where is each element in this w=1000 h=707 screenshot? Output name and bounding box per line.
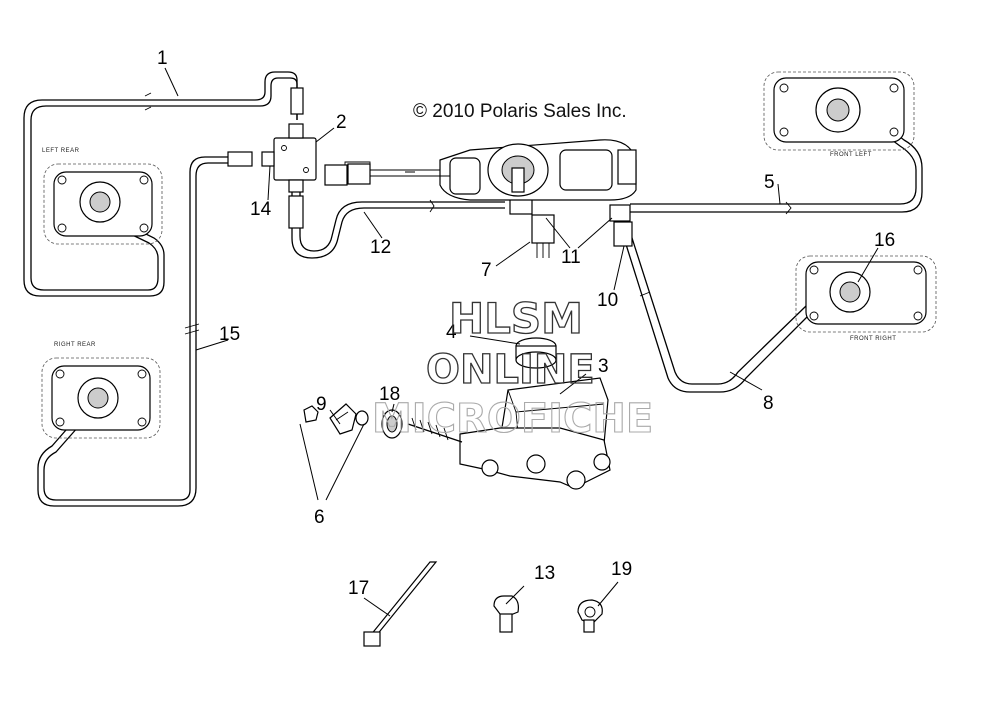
callout-19: 19 [611, 559, 632, 580]
callout-13: 13 [534, 563, 555, 584]
callout-7: 7 [481, 260, 492, 281]
callout-18: 18 [379, 384, 400, 405]
caliper-label-front-right: FRONT RIGHT [850, 336, 896, 342]
callout-8: 8 [763, 393, 774, 414]
caliper-front-left: FRONT LEFT [763, 71, 915, 158]
callout-16: 16 [874, 230, 895, 251]
brake-line-1 [23, 71, 304, 297]
callout-15: 15 [219, 324, 240, 345]
cable-tie [363, 561, 438, 647]
callout-6: 6 [314, 507, 325, 528]
line-8-fitting [613, 221, 633, 247]
callout-12: 12 [370, 237, 391, 258]
callout-17: 17 [348, 578, 369, 599]
callout-1: 1 [157, 48, 168, 69]
caliper-right-rear: RIGHT REAR [41, 342, 161, 439]
brake-line-5 [630, 113, 923, 215]
caliper-label-front-left: FRONT LEFT [830, 152, 872, 158]
caliper-label-left-rear: LEFT REAR [42, 148, 80, 154]
clip-13 [493, 595, 519, 633]
callout-3: 3 [598, 356, 609, 377]
callout-2: 2 [336, 112, 347, 133]
line-12-fitting [288, 195, 304, 229]
master-cylinder-exploded [303, 337, 611, 490]
callout-11: 11 [561, 247, 581, 268]
watermark-line-2: ONLINE [426, 347, 595, 393]
brake-line-12 [288, 192, 533, 259]
callout-numbers: 1 2 3 4 5 6 7 8 9 10 11 12 13 14 15 16 1… [157, 48, 895, 599]
clip-19 [577, 599, 603, 633]
watermark-line-1: HLSM [449, 294, 583, 343]
callout-14: 14 [250, 199, 272, 220]
watermark-line-3: MICROFICHE [372, 396, 653, 442]
master-cylinder-assembly [324, 139, 637, 258]
caliper-front-right: FRONT RIGHT [795, 255, 937, 342]
splitter-block [261, 123, 317, 193]
caliper-label-right-rear: RIGHT REAR [54, 342, 96, 348]
line-15-fitting [227, 151, 253, 167]
brake-line-15 [37, 151, 253, 507]
callout-5: 5 [764, 172, 775, 193]
watermark: HLSM ONLINE MICROFICHE [371, 293, 653, 442]
callout-10: 10 [597, 290, 618, 311]
brake-line-8 [613, 221, 813, 393]
callout-9: 9 [316, 394, 327, 415]
caliper-left-rear: LEFT REAR [42, 148, 163, 245]
callout-4: 4 [446, 322, 457, 343]
leader-lines [164, 67, 879, 617]
copyright-text: © 2010 Polaris Sales Inc. [413, 101, 627, 122]
line-1-fitting [290, 87, 304, 115]
